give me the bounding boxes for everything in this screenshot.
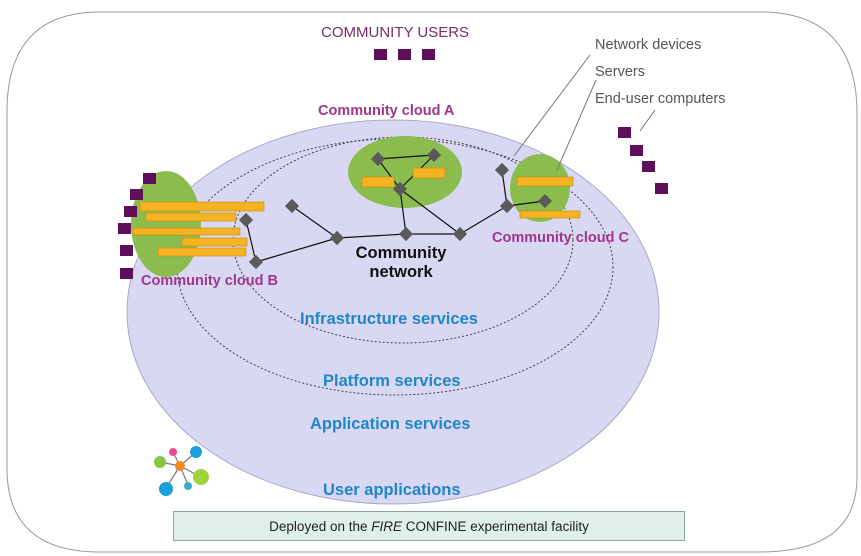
server (412, 167, 446, 179)
server (157, 247, 247, 257)
legend-network-devices: Network devices (595, 37, 702, 53)
network-device (494, 162, 510, 178)
footer-banner: Deployed on the FIRE CONFINE experimenta… (173, 511, 685, 541)
legend-servers: Servers (595, 64, 645, 80)
network-device (398, 226, 414, 242)
network-device (329, 230, 345, 246)
cloud-b-blob (131, 171, 201, 277)
legend-end-user-computers: End-user computers (595, 91, 726, 107)
community-network-line1: Community (355, 244, 447, 262)
user-computer (118, 223, 131, 234)
network-device (452, 226, 468, 242)
footer-suffix: CONFINE experimental facility (402, 519, 589, 534)
community-cloud-c-label: Community cloud C (492, 230, 629, 246)
server (361, 176, 395, 188)
community-cloud-a-label: Community cloud A (318, 103, 455, 119)
user-computer (422, 49, 435, 60)
confine-logo (154, 446, 209, 496)
network-links (245, 154, 546, 263)
footer-fire: FIRE (371, 519, 403, 534)
server (132, 227, 241, 236)
footer-text: Deployed on the FIRE CONFINE experimenta… (174, 519, 684, 534)
application-services-label: Application services (310, 415, 471, 433)
servers (132, 167, 581, 257)
user-computer (655, 183, 668, 194)
network-device (426, 147, 442, 163)
community-network-line2: network (369, 263, 433, 281)
end-user-computers (118, 49, 668, 279)
user-computer (120, 245, 133, 256)
user-computer (642, 161, 655, 172)
network-device (499, 198, 515, 214)
network-device (248, 254, 264, 270)
network-device (537, 193, 553, 209)
user-computer (630, 145, 643, 156)
legend-pointers (513, 54, 656, 171)
user-computer (124, 206, 137, 217)
user-applications-label: User applications (323, 481, 461, 499)
user-computer (143, 173, 156, 184)
network-device (392, 181, 408, 197)
community-cloud-b-label: Community cloud B (141, 273, 278, 289)
server (139, 201, 265, 212)
infrastructure-services-label: Infrastructure services (300, 310, 478, 328)
server (145, 212, 237, 222)
community-network-label: Community network (346, 244, 456, 282)
platform-services-label: Platform services (323, 372, 461, 390)
server (181, 237, 248, 247)
user-computer (374, 49, 387, 60)
user-computer (618, 127, 631, 138)
user-computer (120, 268, 133, 279)
server (516, 176, 574, 187)
network-device (284, 198, 300, 214)
user-computer (130, 189, 143, 200)
community-users-label: COMMUNITY USERS (321, 24, 470, 41)
network-device (370, 151, 386, 167)
server (519, 210, 581, 219)
footer-prefix: Deployed on the (269, 519, 372, 534)
user-computer (398, 49, 411, 60)
outer-frame (6, 11, 858, 553)
cloud-c-blob (510, 154, 570, 222)
